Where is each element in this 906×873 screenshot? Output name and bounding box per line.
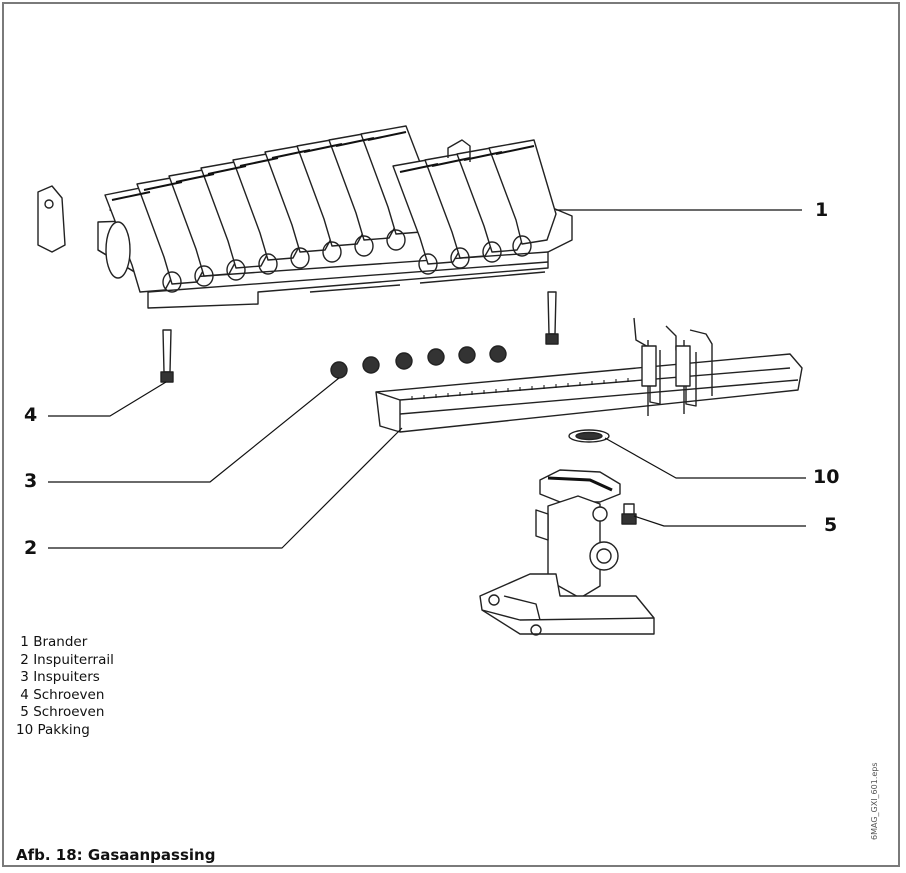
injector-rail xyxy=(375,317,803,433)
gasket xyxy=(568,429,610,443)
callout-3: 3 xyxy=(24,470,38,492)
legend-text: Schroeven xyxy=(33,686,105,703)
callout-4: 4 xyxy=(24,404,38,426)
callout-5: 5 xyxy=(824,514,838,536)
legend-text: Inspuiterrail xyxy=(33,651,114,668)
callout-1: 1 xyxy=(815,199,829,221)
callout-2: 2 xyxy=(24,537,38,559)
legend-number: 5 xyxy=(16,704,29,721)
legend-number: 10 xyxy=(16,721,34,738)
screw-4 xyxy=(160,329,174,383)
callout-10: 10 xyxy=(813,466,840,488)
gas-valve-base xyxy=(479,469,655,636)
legend-text: Pakking xyxy=(37,721,90,738)
legend-number: 2 xyxy=(16,651,29,668)
legend-number: 4 xyxy=(16,686,29,703)
legend-item: 10 Pakking xyxy=(16,722,114,740)
legend-text: Schroeven xyxy=(33,704,105,721)
legend-item: 4 Schroeven xyxy=(16,687,114,705)
parts-legend: 1 Brander 2 Inspuiterrail 3 Inspuiters 4… xyxy=(16,634,114,740)
screw-5 xyxy=(621,503,637,525)
figure-caption: Afb. 18: Gasaanpassing xyxy=(16,846,216,864)
screw-upper-right xyxy=(545,291,559,345)
legend-item: 5 Schroeven xyxy=(16,704,114,722)
legend-item: 1 Brander xyxy=(16,634,114,652)
leader-lines xyxy=(48,209,806,549)
legend-text: Brander xyxy=(33,634,88,650)
legend-number: 1 xyxy=(16,634,29,650)
legend-number: 3 xyxy=(16,669,29,686)
injectors xyxy=(330,345,507,379)
legend-item: 2 Inspuiterrail xyxy=(16,652,114,670)
burner-assembly xyxy=(37,125,573,309)
legend-text: Inspuiters xyxy=(33,669,100,686)
file-label: 6MAG_GXI_601.eps xyxy=(870,762,879,840)
legend-item: 3 Inspuiters xyxy=(16,669,114,687)
